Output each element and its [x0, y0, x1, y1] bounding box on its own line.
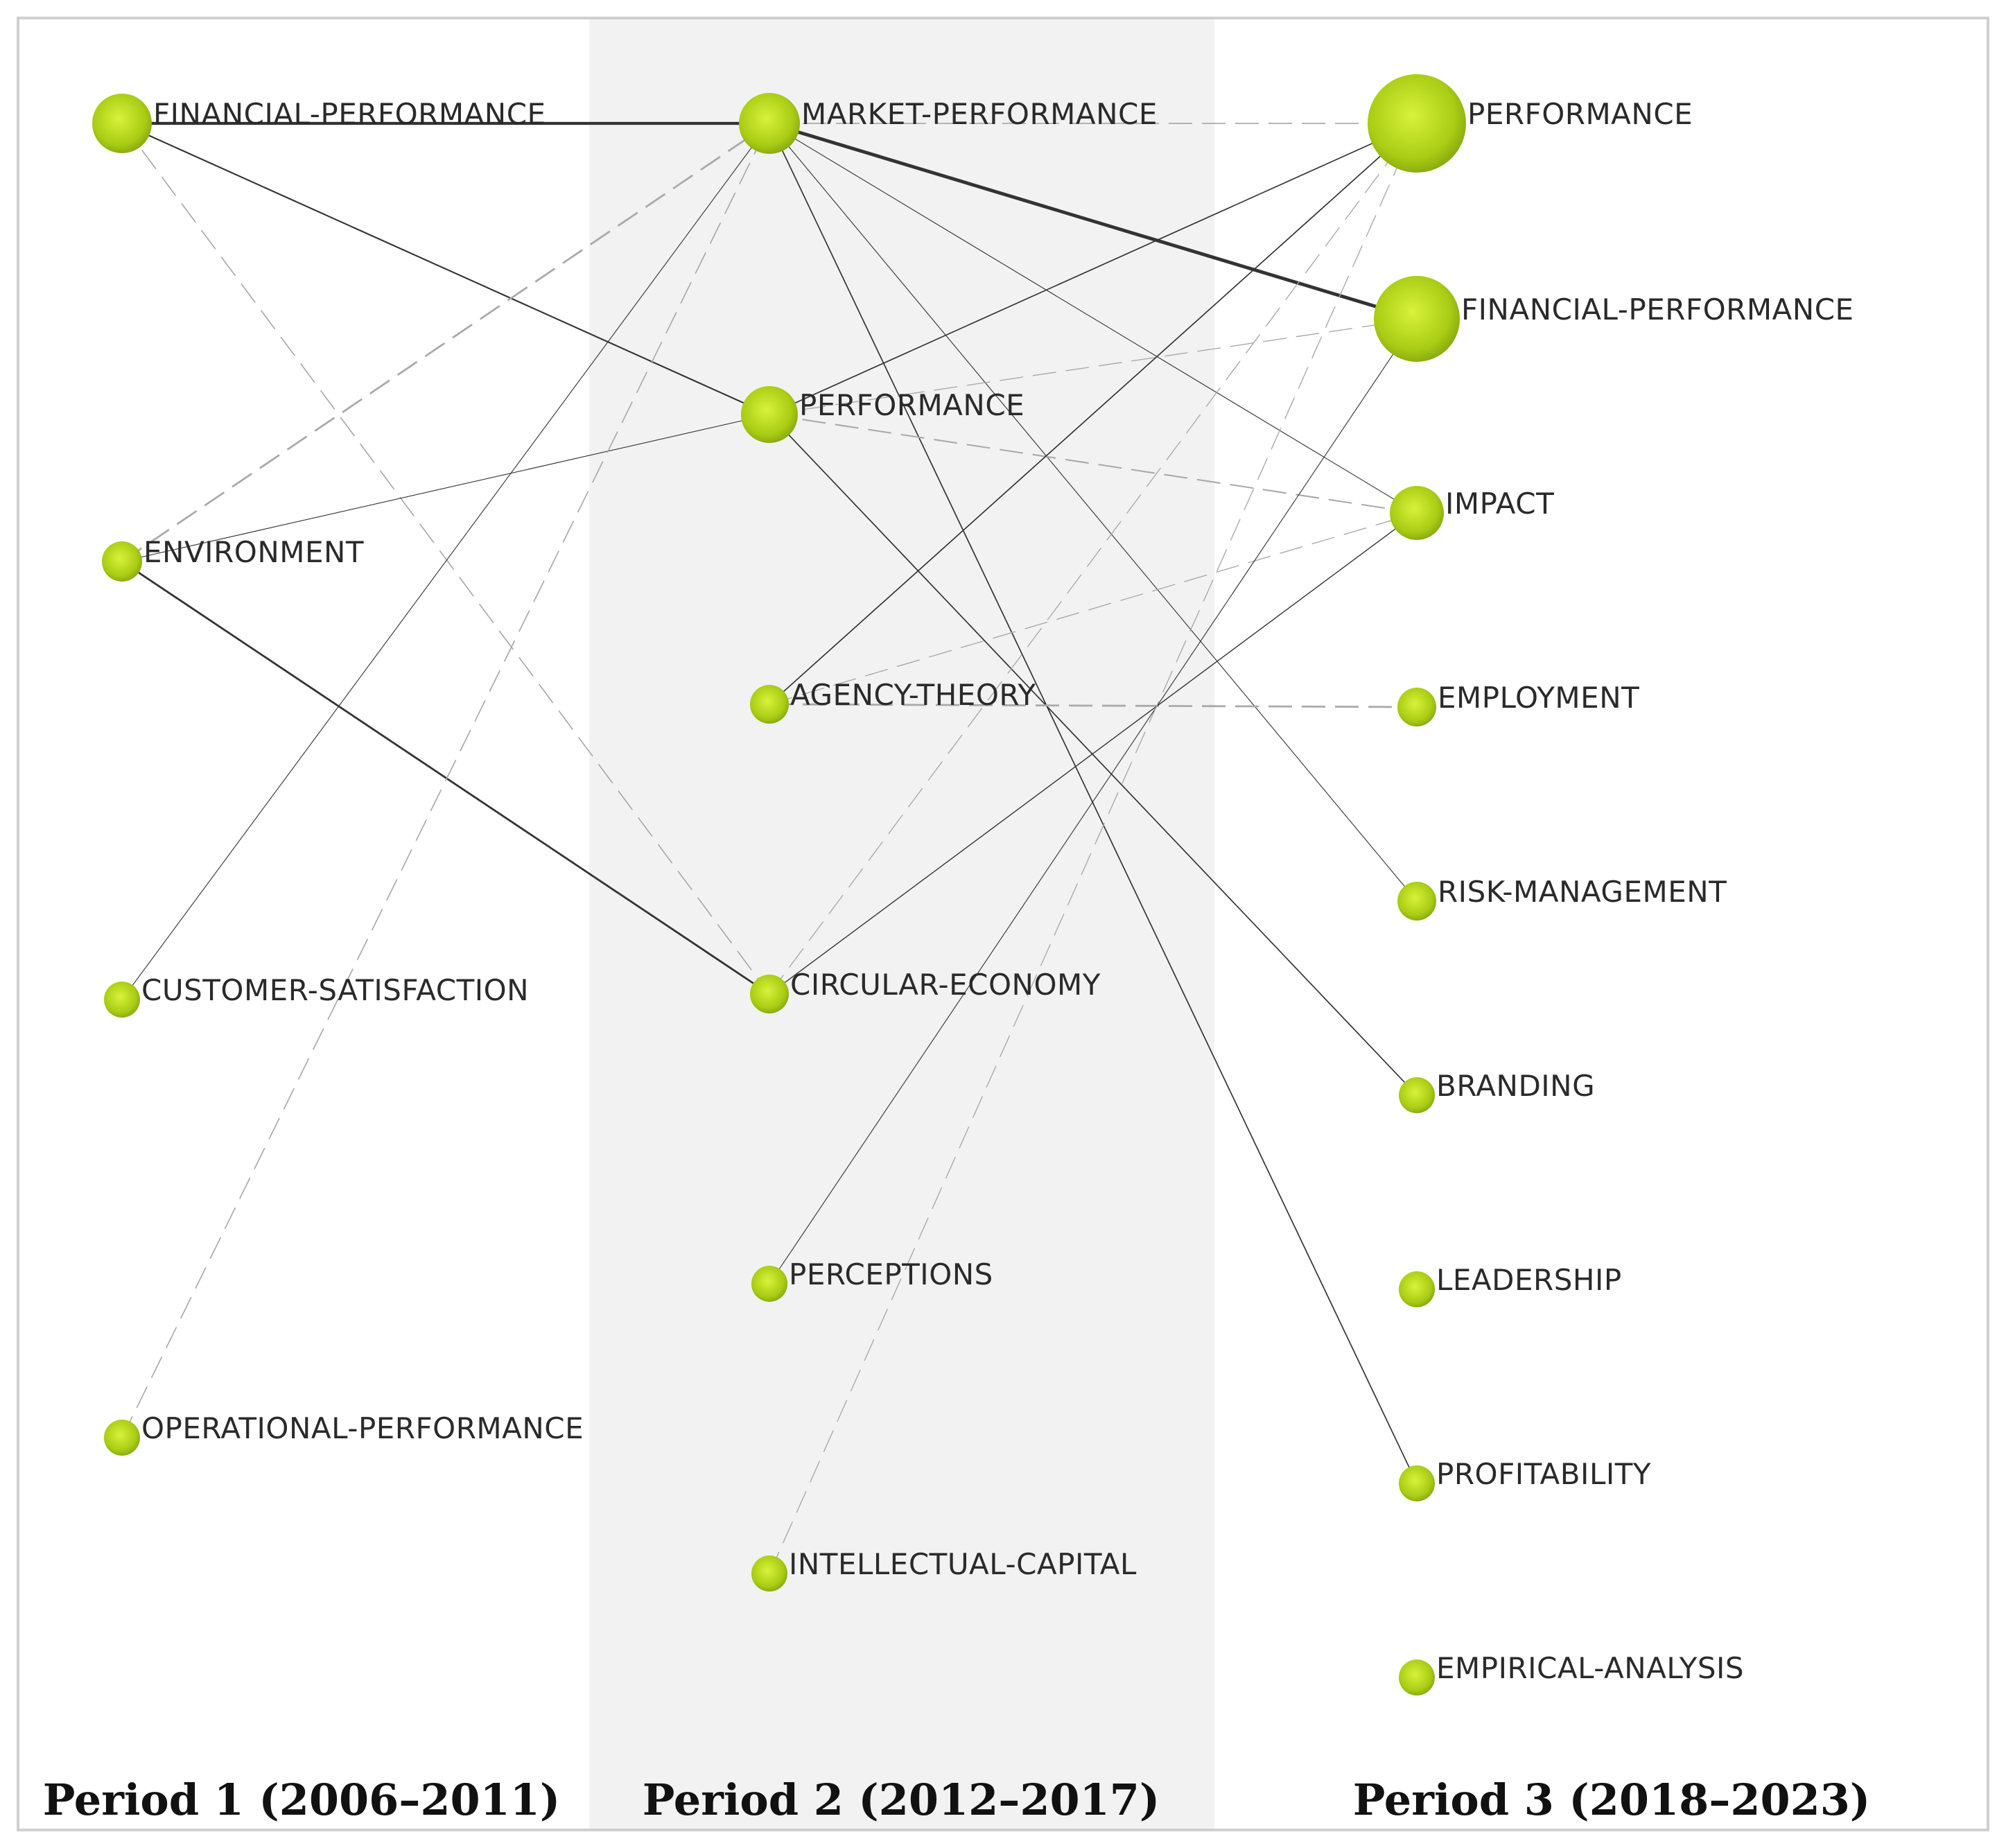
link-p2-agency-theory-to-p3-employment	[769, 703, 1418, 708]
link-p1-financial-performance-to-p2-performance	[121, 123, 770, 415]
p1-customer-satisfaction-label: CUSTOMER-SATISFACTION	[141, 973, 530, 1007]
p3-branding-node	[1399, 1077, 1435, 1113]
link-p2-performance-to-p3-branding	[769, 414, 1418, 1096]
link-p1-customer-satisfaction-to-p2-market-performance	[121, 123, 770, 1000]
p2-performance-label: PERFORMANCE	[799, 388, 1025, 422]
link-p2-performance-to-p3-financial-performance	[769, 318, 1418, 415]
link-p2-agency-theory-to-p3-impact	[769, 512, 1418, 705]
link-p2-performance-to-p3-impact	[769, 413, 1418, 514]
p1-environment-label: ENVIRONMENT	[143, 535, 365, 569]
p2-market-performance-node	[739, 93, 800, 154]
p2-perceptions-node	[751, 1266, 787, 1302]
figure-frame	[17, 17, 1989, 1831]
p2-circular-economy-node	[750, 975, 789, 1013]
link-p1-environment-to-p2-performance	[121, 414, 770, 562]
p3-financial-performance-node	[1374, 276, 1460, 362]
p3-risk-management-label: RISK-MANAGEMENT	[1438, 875, 1727, 909]
link-p1-environment-to-p2-market-performance	[121, 122, 770, 563]
link-p1-environment-to-p2-circular-economy	[121, 560, 770, 995]
link-p2-market-performance-to-p3-profitability	[769, 123, 1418, 1484]
p2-agency-theory-label: AGENCY-THEORY	[790, 678, 1036, 712]
link-p1-operational-performance-to-p2-market-performance	[121, 123, 770, 1438]
p1-operational-performance-node	[104, 1420, 140, 1456]
p1-financial-performance-node	[92, 94, 152, 153]
period-1-label: Period 1 (2006–2011)	[42, 1775, 561, 1825]
p1-financial-performance-label: FINANCIAL-PERFORMANCE	[153, 97, 546, 131]
p1-environment-node	[102, 541, 142, 582]
link-p1-financial-performance-to-p2-circular-economy	[121, 123, 770, 995]
p3-leadership-node	[1399, 1271, 1435, 1307]
p3-risk-management-node	[1397, 882, 1436, 921]
p2-performance-node	[741, 386, 798, 443]
link-p2-circular-economy-to-p3-impact	[769, 512, 1418, 995]
link-p2-performance-to-p3-performance	[769, 123, 1418, 415]
link-p2-perceptions-to-p3-financial-performance	[769, 318, 1418, 1284]
link-p2-market-performance-to-p3-impact	[769, 123, 1418, 514]
link-p2-agency-theory-to-p3-performance	[769, 123, 1418, 705]
p3-impact-label: IMPACT	[1445, 487, 1555, 521]
p3-profitability-node	[1399, 1465, 1435, 1501]
p3-employment-node	[1397, 688, 1436, 726]
p2-intellectual-capital-node	[751, 1555, 787, 1592]
p3-empirical-analysis-label: EMPIRICAL-ANALYSIS	[1436, 1651, 1745, 1685]
p3-employment-label: EMPLOYMENT	[1438, 681, 1640, 715]
p3-financial-performance-label: FINANCIAL-PERFORMANCE	[1461, 293, 1854, 326]
p3-profitability-label: PROFITABILITY	[1436, 1457, 1652, 1491]
period-3-label: Period 3 (2018–2023)	[1352, 1775, 1871, 1825]
p2-agency-theory-node	[750, 685, 789, 724]
period-2-label: Period 2 (2012–2017)	[642, 1775, 1160, 1825]
p3-performance-node	[1368, 74, 1466, 173]
link-p2-circular-economy-to-p3-performance	[769, 123, 1418, 995]
p1-customer-satisfaction-node	[104, 982, 140, 1018]
p3-leadership-label: LEADERSHIP	[1436, 1263, 1622, 1297]
p1-operational-performance-label: OPERATIONAL-PERFORMANCE	[141, 1411, 584, 1445]
p3-branding-label: BRANDING	[1436, 1069, 1596, 1103]
p2-market-performance-label: MARKET-PERFORMANCE	[801, 97, 1158, 131]
p2-circular-economy-label: CIRCULAR-ECONOMY	[790, 968, 1101, 1002]
p3-impact-node	[1390, 486, 1444, 540]
link-p2-market-performance-to-p3-risk-management	[769, 123, 1418, 902]
period-2-band	[589, 19, 1214, 1829]
p3-performance-label: PERFORMANCE	[1467, 97, 1693, 131]
p2-perceptions-label: PERCEPTIONS	[789, 1257, 993, 1291]
p2-intellectual-capital-label: INTELLECTUAL-CAPITAL	[789, 1547, 1137, 1581]
p3-empirical-analysis-node	[1399, 1659, 1435, 1696]
link-p2-market-performance-to-p3-financial-performance	[769, 121, 1418, 321]
